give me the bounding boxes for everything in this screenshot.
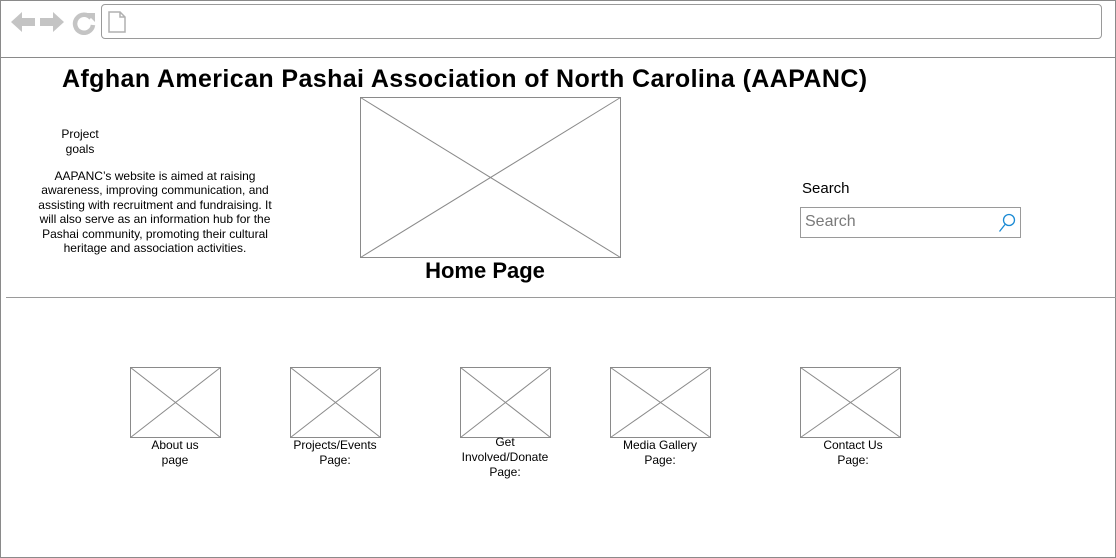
search-box[interactable]: [800, 207, 1021, 238]
browser-toolbar: [1, 1, 1115, 58]
home-page-caption: Home Page: [425, 258, 545, 283]
projects-events-link-label[interactable]: Projects/Events Page:: [293, 438, 377, 467]
address-bar[interactable]: [101, 4, 1102, 39]
media-gallery-thumbnail[interactable]: [610, 367, 711, 438]
forward-arrow-icon[interactable]: [39, 11, 65, 33]
search-input[interactable]: [805, 211, 995, 233]
about-us-link-label[interactable]: About us page: [151, 438, 199, 467]
page-icon: [108, 11, 126, 33]
contact-us-thumbnail[interactable]: [800, 367, 901, 438]
reload-icon[interactable]: [72, 11, 96, 35]
project-goals-text: AAPANC’s website is aimed at raising awa…: [38, 169, 272, 256]
project-goals-heading: Project goals: [61, 127, 99, 156]
get-involved-donate-thumbnail[interactable]: [460, 367, 551, 438]
page-title: Afghan American Pashai Association of No…: [62, 65, 868, 93]
about-us-thumbnail[interactable]: [130, 367, 221, 438]
contact-us-link-label[interactable]: Contact Us Page:: [823, 438, 883, 467]
hero-image-placeholder: [360, 97, 621, 258]
media-gallery-link-label[interactable]: Media Gallery Page:: [622, 438, 698, 467]
back-arrow-icon[interactable]: [10, 11, 36, 33]
section-divider: [6, 297, 1116, 298]
get-involved-donate-link-label[interactable]: Get Involved/Donate Page:: [461, 435, 549, 479]
projects-events-thumbnail[interactable]: [290, 367, 381, 438]
search-label: Search: [802, 180, 850, 197]
search-icon[interactable]: [998, 213, 1016, 233]
